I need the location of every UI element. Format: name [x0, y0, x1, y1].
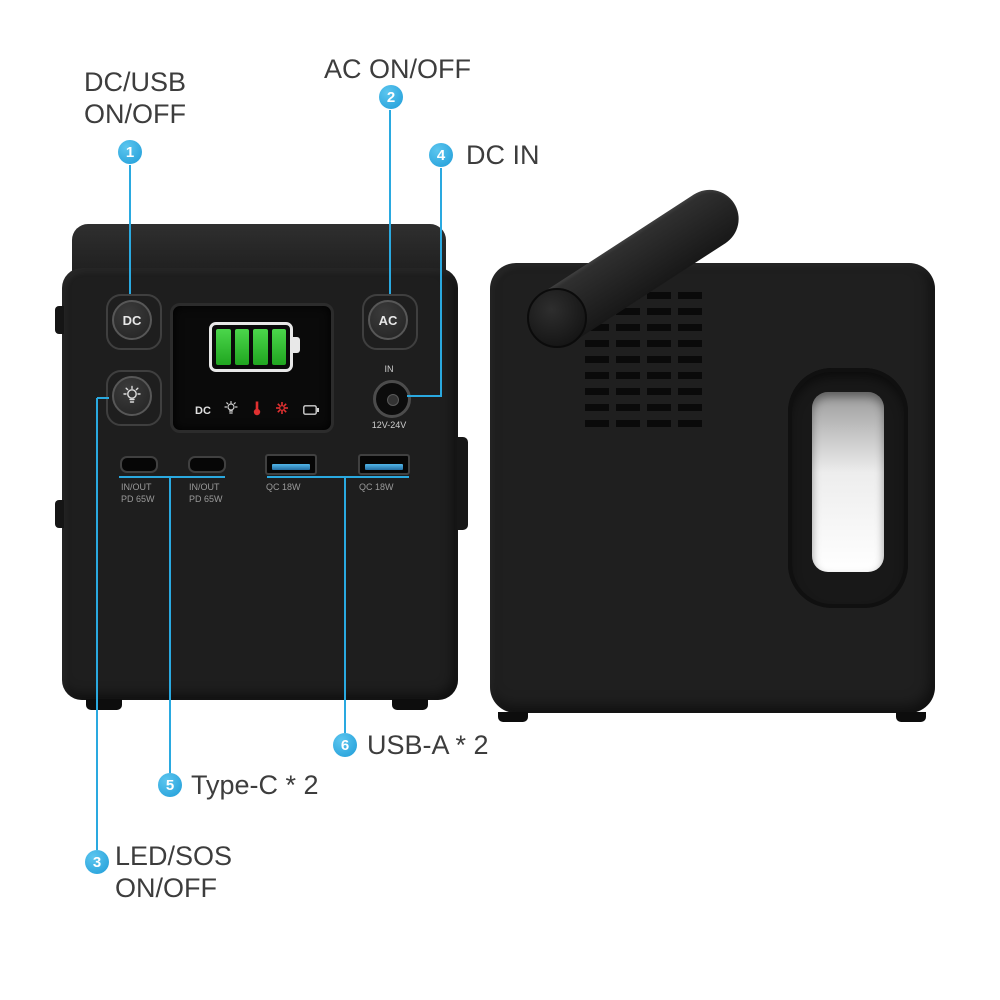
leader-line-6-vertical — [344, 477, 346, 733]
port-label-line: PD 65W — [121, 494, 155, 504]
usba-port-1-label: QC 18W — [266, 482, 301, 492]
label-led-sos-on-off: LED/SOS ON/OFF — [115, 840, 232, 904]
led-sos-button — [106, 370, 162, 426]
dc-button: DC — [106, 294, 162, 350]
typec-port-2-label: IN/OUT PD 65W — [189, 481, 223, 505]
battery-icon — [303, 402, 319, 420]
leader-line-1 — [129, 165, 131, 294]
bulb-icon — [112, 376, 152, 416]
battery-bar — [234, 329, 249, 365]
front-right-tab — [457, 437, 468, 530]
side-foot — [896, 712, 926, 722]
leader-line-4-vertical — [440, 168, 442, 397]
usba-port-2-tongue — [365, 464, 403, 470]
label-ac-on-off: AC ON/OFF — [324, 54, 471, 84]
label-dc-in: DC IN — [466, 140, 540, 170]
callout-badge-5: 5 — [158, 773, 182, 797]
dc-in-top-label: IN — [384, 364, 394, 374]
battery-bar — [253, 329, 268, 365]
battery-bar — [271, 329, 286, 365]
port-label-line: PD 65W — [189, 494, 223, 504]
fan-icon — [275, 401, 289, 420]
dc-in-voltage-label: 12V-24V — [371, 420, 407, 430]
callout-badge-4: 4 — [429, 143, 453, 167]
callout-badge-6: 6 — [333, 733, 357, 757]
battery-bars — [216, 329, 286, 365]
usba-port-2 — [358, 454, 410, 475]
usba-port-2-label: QC 18W — [359, 482, 394, 492]
leader-line-5-vertical — [169, 477, 171, 773]
callout-badge-1: 1 — [118, 140, 142, 164]
callout-badge-3: 3 — [85, 850, 109, 874]
battery-gauge-terminal — [293, 337, 300, 353]
usba-port-1-tongue — [272, 464, 310, 470]
battery-bar — [216, 329, 231, 365]
leader-line-3-vertical — [96, 398, 98, 850]
callout-badge-2: 2 — [379, 85, 403, 109]
handle-cutout-hole — [812, 392, 884, 572]
thermometer-icon — [252, 400, 262, 421]
leader-line-4-horizontal — [407, 395, 442, 397]
dc-in-pin — [387, 394, 399, 406]
usba-port-1 — [265, 454, 317, 475]
lcd-display: DC — [170, 303, 334, 433]
typec-port-2 — [188, 456, 226, 473]
front-foot — [392, 699, 428, 710]
label-usb-a: USB-A * 2 — [367, 730, 489, 760]
handle-hinge — [527, 288, 587, 348]
leader-line-3-horizontal — [97, 397, 109, 399]
label-type-c: Type-C * 2 — [191, 770, 319, 800]
typec-port-1-label: IN/OUT PD 65W — [121, 481, 155, 505]
battery-gauge — [209, 322, 300, 372]
label-line: LED/SOS — [115, 841, 233, 871]
side-foot — [498, 712, 528, 722]
dc-in-port — [373, 380, 411, 418]
front-foot — [86, 699, 122, 710]
display-icon-row: DC — [195, 400, 319, 421]
port-label-line: IN/OUT — [189, 482, 220, 492]
display-dc-label: DC — [195, 404, 211, 417]
typec-port-1 — [120, 456, 158, 473]
front-left-notch — [55, 306, 64, 334]
label-line: ON/OFF — [115, 873, 217, 903]
leader-line-6-horizontal — [267, 476, 409, 478]
leader-line-2 — [389, 110, 391, 294]
label-line: ON/OFF — [84, 99, 186, 129]
ac-button-face: AC — [368, 300, 408, 340]
bulb-icon — [224, 400, 239, 421]
label-dc-usb-on-off: DC/USB ON/OFF — [84, 66, 186, 130]
front-left-notch — [55, 500, 64, 528]
dc-button-face: DC — [112, 300, 152, 340]
label-line: DC/USB — [84, 67, 187, 97]
ac-button: AC — [362, 294, 418, 350]
leader-line-5-horizontal — [119, 476, 225, 478]
port-label-line: IN/OUT — [121, 482, 152, 492]
